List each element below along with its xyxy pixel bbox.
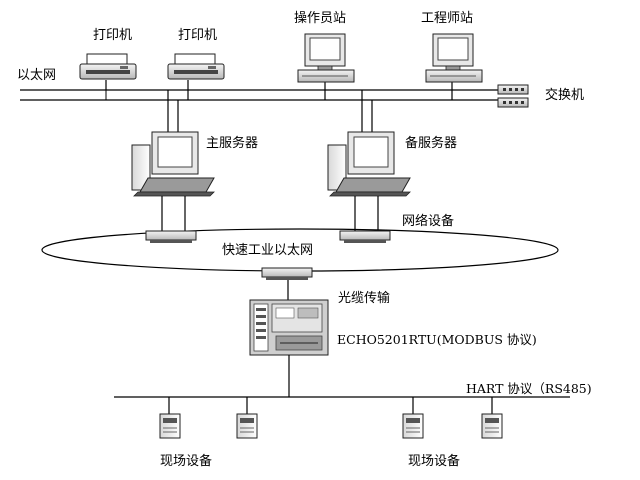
fast-ethernet-label: 快速工业以太网 [222,243,314,258]
rtu-icon [249,299,329,356]
main-server-label: 主服务器 [206,136,259,151]
switch-label: 交换机 [545,88,585,103]
network-device-2-icon [339,230,391,243]
engineer-station-icon [425,33,483,100]
field-device-2-label: 现场设备 [408,454,461,469]
hart-protocol-label: HART 协议（RS485) [466,381,592,396]
backup-server-icon [327,131,411,197]
field-device-1-label: 现场设备 [160,454,213,469]
backup-server-label: 备服务器 [405,136,458,151]
fiber-transmission-label: 光缆传输 [338,291,391,306]
printer-2-icon [167,53,225,100]
printer-1-label: 打印机 [93,28,133,43]
ethernet-label: 以太网 [17,68,57,83]
field-device-2-icon [236,413,258,439]
operator-station-label: 操作员站 [294,11,347,26]
operator-station-icon [297,33,355,100]
server-bus-links [167,90,373,132]
network-device-label: 网络设备 [402,214,455,229]
ethernet-bus [20,89,500,101]
printer-2-label: 打印机 [178,28,218,43]
field-device-links [168,397,493,414]
network-device-1-icon [145,230,197,243]
main-server-icon [131,131,215,197]
engineer-station-label: 工程师站 [421,11,474,26]
network-device-3-icon [261,267,313,280]
switch-2-icon [497,97,529,108]
field-device-4-icon [481,413,503,439]
switch-1-icon [497,84,529,95]
field-device-3-icon [402,413,424,439]
rtu-label: ECHO5201RTU(MODBUS 协议) [337,332,537,347]
printer-1-icon [79,53,137,100]
server-network-links [161,196,379,231]
field-device-1-icon [159,413,181,439]
